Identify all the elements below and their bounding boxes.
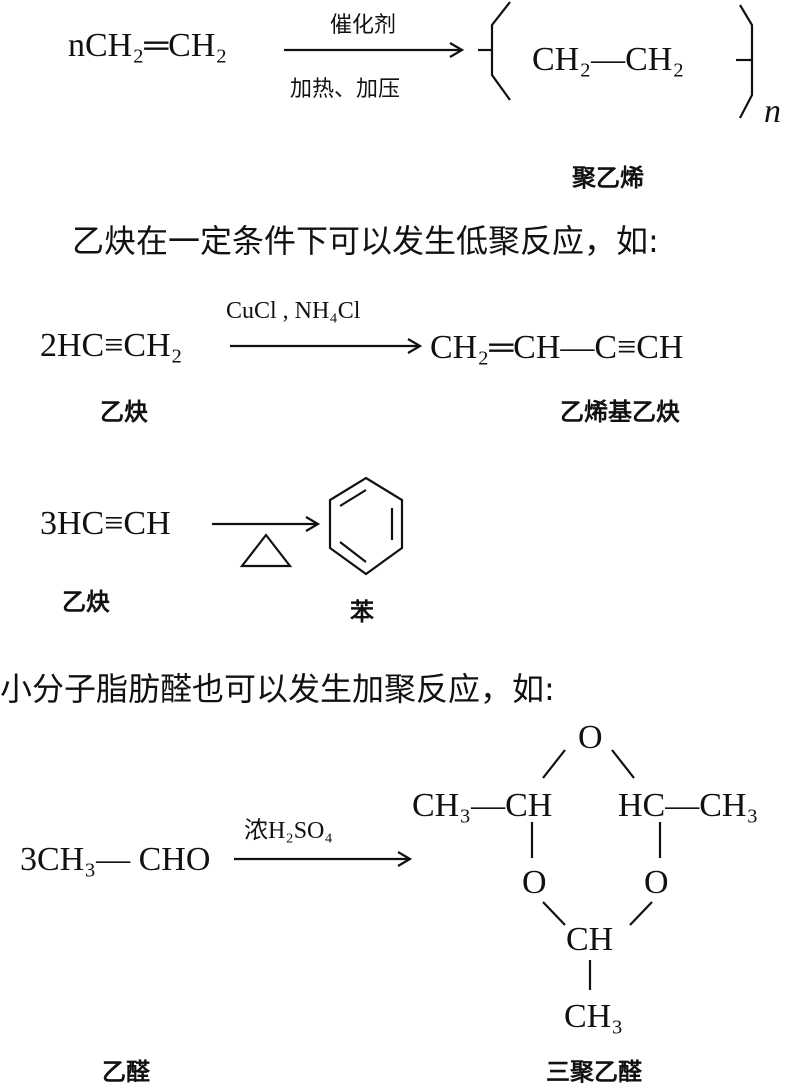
vinylacetylene-reaction: 2HC≡CH₂ CuCl , NH₄Cl CH₂═CH—C≡CH 乙炔 乙烯基乙… bbox=[40, 298, 684, 426]
polyethylene-reaction: nCH₂═CH₂ 催化剂 加热、加压 CH₂—CH₂ n 聚乙烯 bbox=[68, 1, 781, 192]
acetylene-label: 乙炔 bbox=[62, 588, 110, 616]
polyethylene-label: 聚乙烯 bbox=[571, 164, 644, 192]
ring-right-ch: HC—CH₃ bbox=[618, 787, 758, 824]
benzene-label: 苯 bbox=[349, 598, 374, 626]
acetylene-label: 乙炔 bbox=[100, 398, 148, 426]
ethylene-formula: nCH₂═CH₂ bbox=[68, 27, 227, 64]
acetylene-formula: 3HC≡CH bbox=[40, 505, 171, 542]
sentence-acetylene: 乙炔在一定条件下可以发生低聚反应，如: bbox=[72, 222, 659, 260]
heat-triangle-icon bbox=[239, 533, 293, 568]
subscript-n: n bbox=[764, 93, 781, 130]
benzene-reaction: 3HC≡CH 乙炔 苯 bbox=[40, 476, 404, 626]
condition-cucl: CuCl , NH₄Cl bbox=[226, 298, 361, 324]
polymer-unit: CH₂—CH₂ bbox=[532, 41, 684, 78]
benzene-ring-icon bbox=[328, 476, 404, 576]
ring-bottom-ch: CH bbox=[566, 921, 613, 958]
ring-left-ch: CH₃—CH bbox=[412, 787, 552, 824]
vinylacetylene-formula: CH₂═CH—C≡CH bbox=[430, 329, 684, 366]
paraldehyde-label: 三聚乙醛 bbox=[546, 1058, 643, 1083]
right-bracket bbox=[739, 4, 754, 119]
bottom-methyl: CH₃ bbox=[564, 998, 623, 1035]
ring-oxygen-right: O bbox=[644, 864, 669, 901]
acetaldehyde-formula: 3CH₃— CHO bbox=[20, 841, 210, 878]
condition-heat-pressure: 加热、加压 bbox=[290, 77, 400, 102]
paraldehyde-reaction: 3CH₃— CHO 浓H₂SO₄ O CH₃—CH HC—CH₃ O O CH … bbox=[20, 719, 758, 1083]
condition-catalyst: 催化剂 bbox=[330, 13, 396, 38]
ring-oxygen-top: O bbox=[578, 719, 603, 756]
arrow-head bbox=[449, 42, 465, 58]
left-bracket bbox=[490, 1, 511, 101]
sentence-aldehyde: 小分子脂肪醛也可以发生加聚反应，如: bbox=[0, 670, 555, 708]
condition-sulfuric-acid: 浓H₂SO₄ bbox=[244, 817, 333, 844]
vinylacetylene-label: 乙烯基乙炔 bbox=[560, 398, 680, 426]
ring-oxygen-left: O bbox=[522, 864, 547, 901]
acetaldehyde-label: 乙醛 bbox=[102, 1058, 151, 1083]
acetylene-formula: 2HC≡CH₂ bbox=[40, 327, 183, 364]
